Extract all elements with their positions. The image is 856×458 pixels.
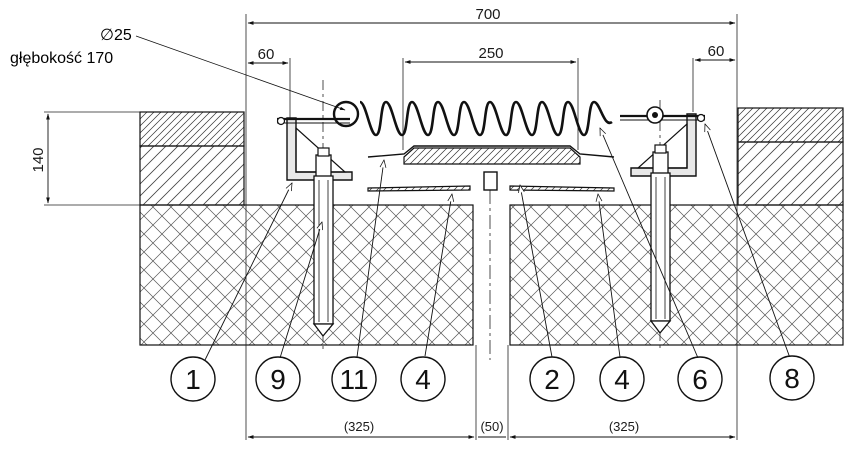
callout-11: 11: [331, 356, 377, 402]
callout-1: 1: [170, 356, 216, 402]
diameter-leader: [135, 35, 346, 111]
callout-8: 8: [769, 355, 815, 401]
dim-140: 140: [30, 147, 47, 172]
dim-700: 700: [475, 6, 500, 23]
surface-layer-right: [737, 141, 844, 206]
depth-note: głębokość 170: [10, 50, 113, 67]
svg-text:11: 11: [339, 364, 368, 395]
dimension-labels: 700 250 60 60 140 (325) (50) (325): [30, 6, 724, 434]
concrete-base: [139, 204, 844, 346]
svg-text:6: 6: [692, 364, 708, 395]
callout-6: 6: [677, 356, 723, 402]
svg-text:9: 9: [270, 364, 286, 395]
dim-250: 250: [478, 45, 503, 62]
anchor-bolt-left: [312, 147, 335, 338]
callout-9: 9: [255, 356, 301, 402]
dimension-lines: [46, 21, 736, 439]
svg-text:2: 2: [544, 364, 560, 395]
callout-4-left: 4: [400, 356, 446, 402]
center-guide: [483, 171, 498, 191]
surface-layer-left-top: [139, 111, 245, 147]
sliding-plates: [367, 185, 615, 192]
concrete-left: [139, 204, 474, 346]
tension-rod: [276, 100, 706, 128]
callout-2: 2: [529, 356, 575, 402]
surface-layer-left: [139, 145, 245, 206]
notes: ∅25 głębokość 170: [10, 27, 346, 111]
leader-lines: [204, 124, 791, 361]
diameter-note: ∅25: [100, 27, 132, 44]
callouts: 1 9 11 4 2 4 6 8: [170, 355, 815, 402]
helical-spring: [359, 100, 613, 137]
rod-eye-left: [332, 100, 360, 128]
callout-4-right: 4: [599, 356, 645, 402]
dim-60-left: 60: [258, 46, 275, 63]
concrete-right: [509, 204, 844, 346]
dim-325-left: (325): [344, 419, 374, 434]
svg-text:8: 8: [784, 363, 800, 394]
dim-50: (50): [480, 419, 503, 434]
dim-60-right: 60: [708, 43, 725, 60]
cover-plate: [367, 145, 615, 191]
svg-text:1: 1: [185, 364, 201, 395]
svg-text:4: 4: [614, 364, 630, 395]
anchor-bolt-right: [649, 144, 672, 335]
dim-325-right: (325): [609, 419, 639, 434]
svg-text:4: 4: [415, 364, 431, 395]
surface-layer-right-top: [737, 107, 844, 143]
surface-layers: [139, 107, 844, 206]
